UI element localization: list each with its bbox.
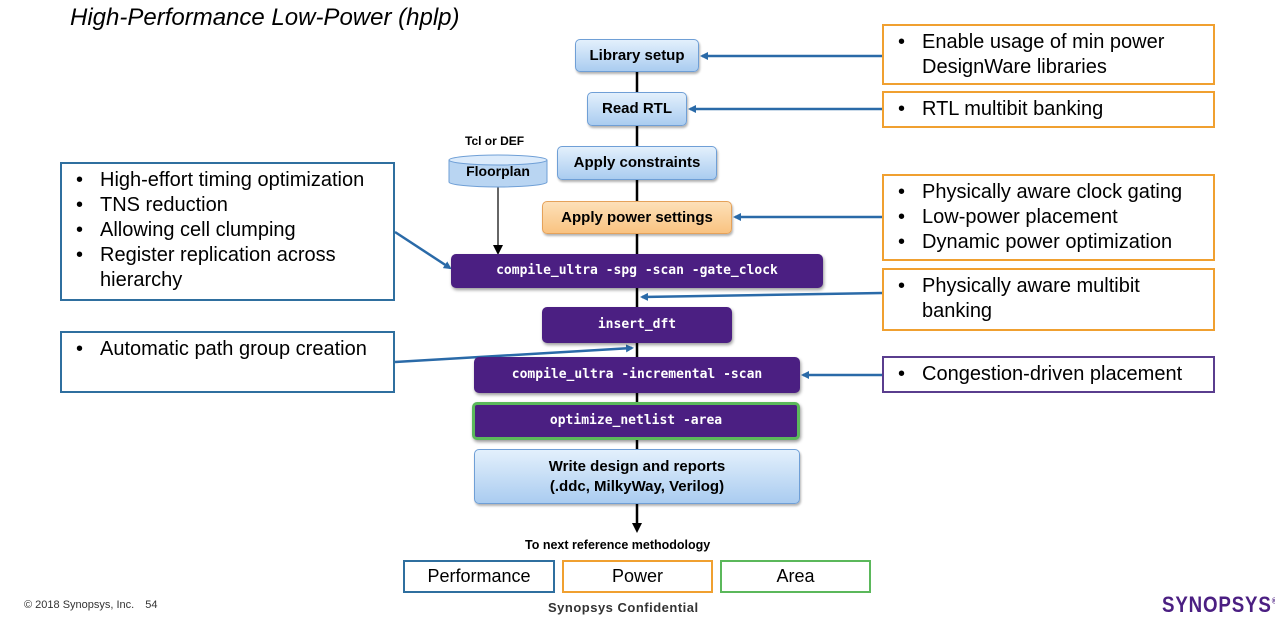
note-power-item: Physically aware clock gating [892,180,1205,205]
page-number: 54 [145,599,158,611]
note-timing-item: High-effort timing optimization [70,168,385,193]
note-timing: High-effort timing optimization TNS redu… [60,162,395,301]
note-power: Physically aware clock gating Low-power … [882,174,1215,261]
multibit-note-arrow [640,291,883,301]
floorplan-cylinder-shape [448,154,548,188]
note-congestion: Congestion-driven placement [882,356,1215,393]
write-design-line-2: (.ddc, MilkyWay, Verilog) [549,477,725,495]
next-methodology-label: To next reference methodology [525,538,711,552]
note-timing-item: Register replication across hierarchy [70,243,385,293]
legend-area: Area [720,560,871,593]
step-optimize-netlist[interactable]: optimize_netlist -area [472,402,800,440]
step-write-design[interactable]: Write design and reports (.ddc, MilkyWay… [474,449,800,504]
logo-text: SYNOPSYS [1162,592,1272,617]
note-rtl-item: RTL multibit banking [892,97,1205,122]
legend-performance: Performance [403,560,555,593]
note-library: Enable usage of min power DesignWare lib… [882,24,1215,85]
note-path-group-item: Automatic path group creation [70,337,385,362]
step-library-setup[interactable]: Library setup [575,39,699,72]
note-multibit: Physically aware multibit banking [882,268,1215,331]
footer-copyright: © 2018 Synopsys, Inc. 54 [24,599,158,611]
step-read-rtl[interactable]: Read RTL [587,92,687,126]
note-timing-item: TNS reduction [70,193,385,218]
step-apply-power-settings[interactable]: Apply power settings [542,201,732,234]
note-library-item: Enable usage of min power DesignWare lib… [892,30,1205,80]
note-congestion-item: Congestion-driven placement [892,362,1205,387]
note-power-item: Dynamic power optimization [892,230,1205,255]
step-insert-dft[interactable]: insert_dft [542,307,732,343]
note-rtl: RTL multibit banking [882,91,1215,128]
note-power-item: Low-power placement [892,205,1205,230]
path-group-note-arrow [394,344,634,364]
floorplan-input-label: Tcl or DEF [465,134,525,148]
note-path-group: Automatic path group creation [60,331,395,393]
step-compile-incremental[interactable]: compile_ultra -incremental -scan [474,357,800,393]
note-multibit-item: Physically aware multibit banking [892,274,1205,324]
page-title: High-Performance Low-Power (hplp) [70,4,460,31]
step-compile-ultra[interactable]: compile_ultra -spg -scan -gate_clock [451,254,823,288]
timing-note-arrow [394,230,452,270]
note-timing-item: Allowing cell clumping [70,218,385,243]
write-design-line-1: Write design and reports [548,457,726,475]
floorplan-label: Floorplan [466,163,530,179]
synopsys-logo: SYNOPSYS® [1162,592,1275,618]
step-apply-constraints[interactable]: Apply constraints [557,146,717,180]
copyright-text: © 2018 Synopsys, Inc. [24,599,135,611]
legend-power: Power [562,560,713,593]
confidential-label: Synopsys Confidential [548,600,699,615]
